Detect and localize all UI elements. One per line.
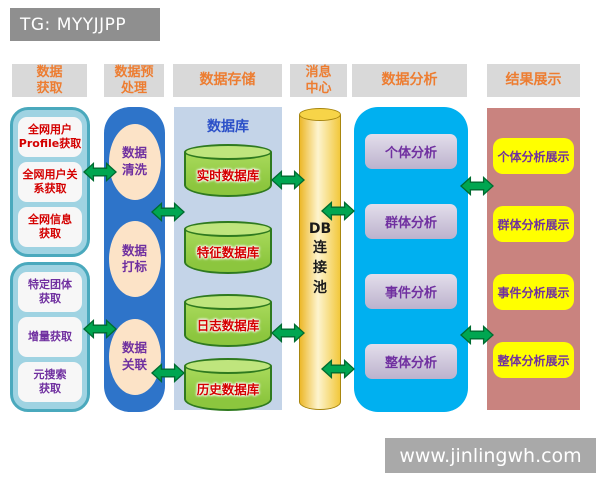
db-connection-pool-cylinder: DB 连 接 池 [299,108,341,410]
node-meta-search: 元搜索 获取 [18,362,82,402]
preprocessing-panel: 数据 清洗 数据 打标 数据 关联 [104,107,165,412]
node-event-display: 事件分析展示 [493,274,574,310]
acquisition-group-fullnet: 全网用户 Profile获取 全网用户关 系获取 全网信息 获取 [10,107,90,257]
header-data-preprocessing: 数据预 处理 [104,64,164,97]
double-arrow-icon [271,168,305,192]
header-result-display: 结果展示 [487,64,580,97]
double-arrow-icon [321,357,355,381]
header-message-center: 消息 中心 [290,64,347,97]
node-event-analysis: 事件分析 [365,273,457,309]
double-arrow-icon [151,200,185,224]
analysis-panel: 个体分析 群体分析 事件分析 整体分析 [354,107,468,412]
node-individual-analysis: 个体分析 [365,134,457,170]
header-data-analysis: 数据分析 [352,64,467,97]
header-data-acquisition: 数据 获取 [12,64,87,97]
node-fullnet-relations: 全网用户关 系获取 [18,162,82,202]
database-label: 实时数据库 [196,168,260,183]
database-label: 历史数据库 [196,382,260,397]
database-cylinder-log: 日志数据库 [184,294,272,347]
storage-panel: 数据库 实时数据库 特征数据库 日志数据库 历史数据库 [174,107,282,411]
cylinder-top [299,108,341,121]
node-data-linking: 数据 关联 [108,319,161,396]
storage-title: 数据库 [207,119,249,135]
node-data-tagging: 数据 打标 [108,221,161,298]
node-group-analysis: 群体分析 [365,204,457,240]
node-fullnet-info: 全网信息 获取 [18,207,82,247]
watermark-url: www.jinlingwh.com [385,438,596,473]
header-data-storage: 数据存储 [173,64,282,97]
node-overall-analysis: 整体分析 [365,343,457,379]
node-overall-display: 整体分析展示 [493,342,574,378]
database-cylinder-feature: 特征数据库 [184,221,272,274]
double-arrow-icon [460,323,494,347]
node-specific-group: 特定团体 获取 [18,272,82,312]
cylinder-top [184,221,272,237]
double-arrow-icon [321,199,355,223]
database-cylinder-realtime: 实时数据库 [184,144,272,197]
node-group-display: 群体分析展示 [493,206,574,242]
double-arrow-icon [83,160,117,184]
double-arrow-icon [460,174,494,198]
acquisition-group-targeted: 特定团体 获取 增量获取 元搜索 获取 [10,262,90,412]
database-label: 特征数据库 [196,245,260,260]
cylinder-body [299,115,341,410]
double-arrow-icon [83,317,117,341]
db-pool-label: DB 连 接 池 [308,220,332,296]
double-arrow-icon [151,361,185,385]
database-cylinder-history: 历史数据库 [184,358,272,411]
cylinder-top [184,144,272,160]
tag-banner: TG: MYYJJPP [10,8,160,41]
node-incremental: 增量获取 [18,317,82,357]
double-arrow-icon [271,321,305,345]
node-individual-display: 个体分析展示 [493,138,574,174]
node-data-cleaning: 数据 清洗 [108,123,161,200]
database-label: 日志数据库 [196,318,260,333]
cylinder-top [184,358,272,374]
display-panel: 个体分析展示 群体分析展示 事件分析展示 整体分析展示 [487,108,580,410]
cylinder-body [184,366,272,411]
cylinder-top [184,294,272,310]
node-fullnet-profile: 全网用户 Profile获取 [18,117,82,157]
